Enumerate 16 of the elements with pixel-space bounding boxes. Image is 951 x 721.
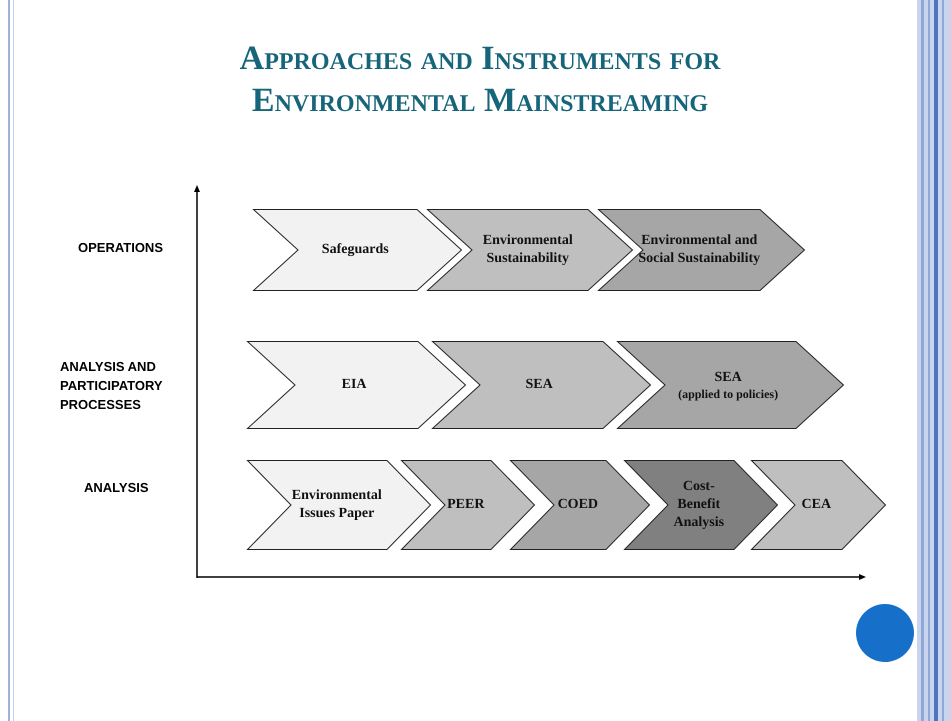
row-label: ANALYSIS	[84, 479, 150, 497]
chevron-label: (applied to policies)	[678, 387, 778, 401]
chevron-label: CEA	[802, 496, 832, 514]
chevron-label: PEER	[447, 496, 484, 514]
chevron-label: Safeguards	[322, 241, 389, 259]
chevron-label: Environmental and Social Sustainability	[637, 232, 762, 268]
row-label: OPERATIONS	[78, 239, 164, 257]
chevron-label: Environmental Sustainability	[482, 232, 574, 268]
chevron-label: Environmental Issues Paper	[290, 487, 383, 523]
chevron-label: COED	[558, 496, 598, 514]
title: Approaches and Instruments for Environmental Mainstreaming	[238, 39, 722, 121]
chevron-label: Cost-Benefit Analysis	[672, 478, 726, 532]
chevron-label: EIA	[342, 376, 367, 394]
row-label: ANALYSIS AND PARTICIPATORY PROCESSES	[60, 358, 164, 414]
chevron-label: SEA	[525, 376, 553, 394]
chevron-label: SEA	[714, 369, 742, 387]
